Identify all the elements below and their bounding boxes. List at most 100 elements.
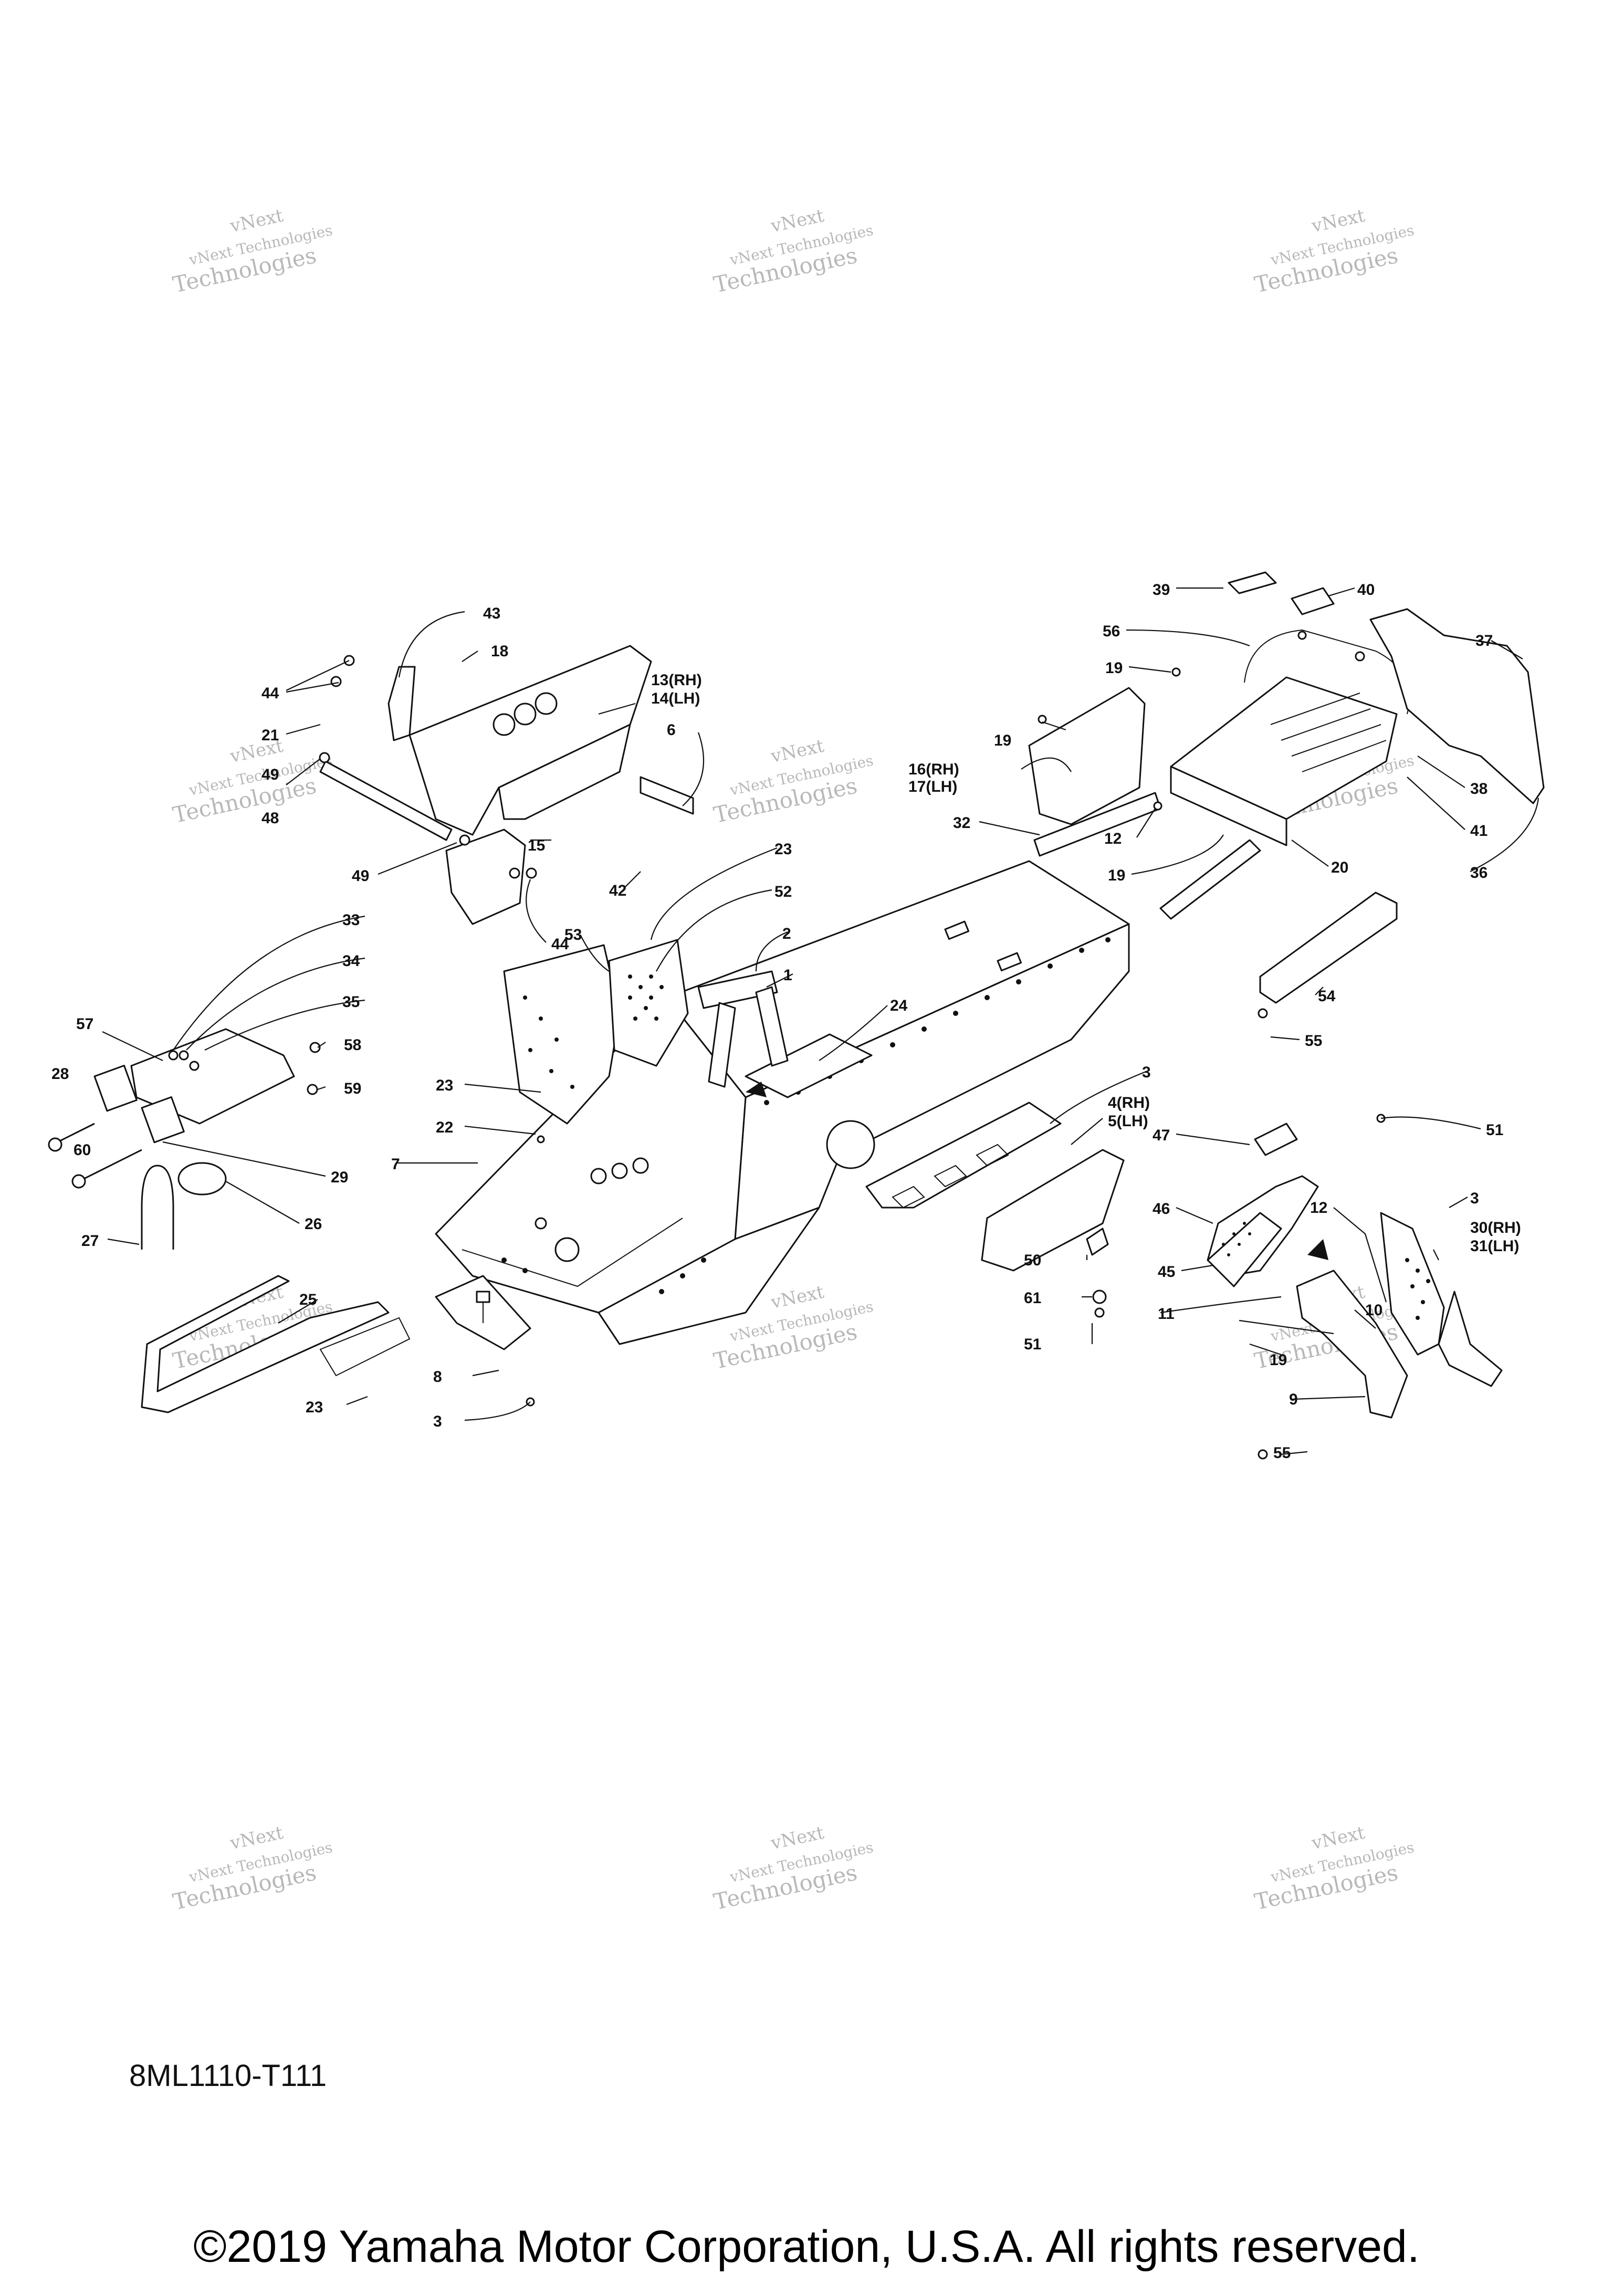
- callout-18: 18: [491, 643, 508, 660]
- callout-19: 19: [1105, 659, 1123, 677]
- callout-20: 20: [1331, 859, 1348, 876]
- callout-22: 22: [436, 1119, 453, 1136]
- callout-12: 12: [1104, 830, 1122, 847]
- callout-47: 47: [1153, 1127, 1170, 1144]
- watermark-text: vNext: [769, 1822, 826, 1854]
- callout-15: 15: [528, 837, 545, 854]
- callout-27: 27: [81, 1232, 99, 1250]
- heat-shield: [503, 939, 689, 1125]
- callout-44: 44: [551, 936, 569, 953]
- watermark-text: vNext: [769, 1282, 826, 1314]
- leader-lines: [102, 587, 1539, 1455]
- callout-4: 4(RH): [1108, 1094, 1150, 1112]
- callout-3: 3: [1142, 1064, 1151, 1081]
- callout-30: 30(RH): [1470, 1219, 1521, 1236]
- callout-42: 42: [609, 882, 626, 899]
- right-side-parts: [1086, 1123, 1503, 1419]
- callout-56: 56: [1103, 623, 1120, 640]
- callout-51: 51: [1486, 1121, 1503, 1139]
- callout-2: 2: [782, 925, 791, 942]
- callout-26: 26: [305, 1215, 322, 1233]
- watermark-text: vNext: [1310, 205, 1367, 237]
- callout-50: 50: [1024, 1252, 1041, 1269]
- callout-33: 33: [342, 911, 360, 929]
- rear-rack-assembly: [1028, 571, 1545, 1004]
- callout-48: 48: [261, 810, 279, 827]
- callout-21: 21: [261, 727, 279, 744]
- watermark-text: vNext: [769, 736, 826, 768]
- callout-8: 8: [433, 1368, 442, 1386]
- callout-29: 29: [331, 1169, 348, 1186]
- diagram-reference-code: 8ML1110-T111: [129, 2059, 327, 2093]
- electrical-plate-assembly: [48, 1028, 295, 1250]
- callout-40: 40: [1357, 581, 1375, 599]
- callout-49: 49: [261, 766, 279, 783]
- callout-23: 23: [436, 1077, 453, 1094]
- callout-61: 61: [1024, 1289, 1041, 1307]
- callout-25: 25: [299, 1291, 317, 1308]
- callout-60: 60: [74, 1141, 91, 1159]
- front-bumper: [141, 1275, 411, 1413]
- callout-24: 24: [890, 997, 908, 1014]
- callout-6: 6: [667, 721, 676, 739]
- callout-12: 12: [1310, 1199, 1327, 1217]
- callout-11: 11: [1158, 1305, 1175, 1323]
- callout-16: 16(RH): [908, 761, 959, 778]
- callout-23: 23: [306, 1399, 323, 1416]
- callout-53: 53: [564, 926, 582, 943]
- callout-37: 37: [1475, 632, 1493, 649]
- callout-55: 55: [1273, 1444, 1291, 1462]
- callout-32: 32: [953, 814, 970, 832]
- watermark-text: vNext: [769, 205, 826, 237]
- callout-labels: 43 18 44 21 13(RH) 14(LH) 6 49 48 15 49 …: [51, 581, 1521, 1462]
- callout-10: 10: [1365, 1302, 1382, 1319]
- callout-3: 3: [1470, 1190, 1479, 1207]
- callout-44: 44: [261, 685, 279, 702]
- callout-51: 51: [1024, 1336, 1041, 1353]
- callout-19: 19: [1108, 867, 1125, 884]
- callout-19: 19: [994, 732, 1011, 749]
- callout-49: 49: [352, 867, 369, 885]
- callout-19: 19: [1270, 1351, 1287, 1369]
- watermark-text: vNext: [228, 1822, 285, 1854]
- copyright-notice: ©2019 Yamaha Motor Corporation, U.S.A. A…: [193, 2221, 1420, 2272]
- callout-59: 59: [344, 1080, 361, 1097]
- callout-31: 31(LH): [1470, 1238, 1519, 1255]
- callout-14: 14(LH): [651, 690, 700, 707]
- callout-57: 57: [76, 1015, 93, 1033]
- callout-58: 58: [344, 1036, 361, 1054]
- callout-43: 43: [483, 605, 500, 622]
- callout-34: 34: [342, 952, 360, 970]
- callout-9: 9: [1289, 1391, 1298, 1408]
- callout-7: 7: [391, 1156, 400, 1173]
- callout-54: 54: [1318, 988, 1336, 1005]
- watermark-text: vNext: [228, 205, 285, 237]
- callout-55: 55: [1305, 1032, 1322, 1050]
- callout-17: 17(LH): [908, 778, 957, 795]
- callout-38: 38: [1470, 780, 1488, 798]
- watermark-text: vNext: [1310, 1822, 1367, 1854]
- callout-39: 39: [1153, 581, 1170, 599]
- callout-28: 28: [51, 1065, 69, 1083]
- callout-1: 1: [783, 967, 792, 984]
- callout-36: 36: [1470, 864, 1488, 882]
- callout-35: 35: [342, 993, 360, 1011]
- callout-41: 41: [1470, 822, 1488, 840]
- callout-3: 3: [433, 1413, 442, 1430]
- callout-46: 46: [1153, 1200, 1170, 1218]
- callout-13: 13(RH): [651, 672, 702, 689]
- callout-45: 45: [1158, 1263, 1175, 1281]
- callout-5: 5(LH): [1108, 1113, 1148, 1130]
- callout-23: 23: [774, 841, 792, 858]
- callout-52: 52: [774, 883, 792, 900]
- chassis-frame: [435, 860, 1130, 1350]
